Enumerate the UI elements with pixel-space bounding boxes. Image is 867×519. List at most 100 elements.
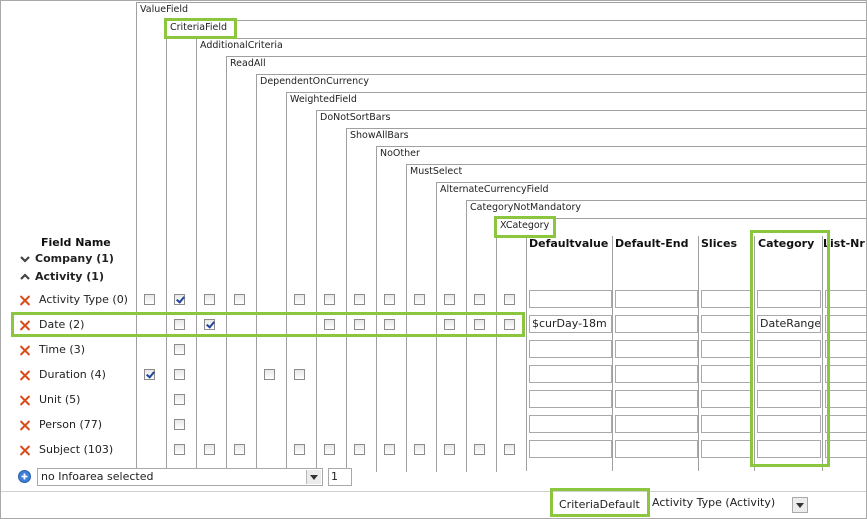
section-activity[interactable]: Activity (1) xyxy=(35,270,104,283)
category-input[interactable] xyxy=(757,365,821,383)
slices-input[interactable] xyxy=(701,415,753,433)
checkbox-xcategory[interactable] xyxy=(504,294,515,305)
slices-input[interactable] xyxy=(701,290,753,308)
delete-icon[interactable] xyxy=(19,420,30,431)
checkbox-donotsort[interactable] xyxy=(324,444,335,455)
checkbox-additional[interactable] xyxy=(204,294,215,305)
checkbox-mustselect[interactable] xyxy=(414,294,425,305)
defaultvalue-input[interactable] xyxy=(529,290,612,308)
checkbox-mustselect[interactable] xyxy=(414,444,425,455)
checkbox-additional[interactable] xyxy=(204,319,215,330)
list-nr-input[interactable] xyxy=(825,390,866,408)
category-input[interactable] xyxy=(757,440,821,458)
checkbox-weighted[interactable] xyxy=(294,369,305,380)
header-readall-line xyxy=(226,56,866,472)
checkbox-showall[interactable] xyxy=(354,294,365,305)
chevron-down-icon[interactable] xyxy=(20,254,30,264)
list-nr-input[interactable] xyxy=(825,415,866,433)
slices-input[interactable] xyxy=(701,315,753,333)
default-end-input[interactable] xyxy=(615,365,698,383)
list-nr-input[interactable] xyxy=(825,340,866,358)
checkbox-noother[interactable] xyxy=(384,294,395,305)
checkbox-value[interactable] xyxy=(144,369,155,380)
checkbox-criteria[interactable] xyxy=(174,394,185,405)
slices-input[interactable] xyxy=(701,340,753,358)
defaultvalue-input[interactable] xyxy=(529,340,612,358)
checkbox-additional[interactable] xyxy=(204,444,215,455)
list-nr-input[interactable] xyxy=(825,315,866,333)
checkbox-criteria[interactable] xyxy=(174,444,185,455)
header-criteria-label: CriteriaField xyxy=(170,22,228,33)
delete-icon[interactable] xyxy=(19,395,30,406)
header-xcategory-label: XCategory xyxy=(500,220,550,231)
delete-icon[interactable] xyxy=(19,295,30,306)
category-input[interactable] xyxy=(757,340,821,358)
checkbox-criteria[interactable] xyxy=(174,369,185,380)
default-end-input[interactable] xyxy=(615,290,698,308)
slices-input[interactable] xyxy=(701,390,753,408)
header-value-line xyxy=(136,2,866,472)
checkbox-readall[interactable] xyxy=(234,294,245,305)
defaultvalue-input[interactable] xyxy=(529,390,612,408)
default-end-input[interactable] xyxy=(615,440,698,458)
checkbox-catnotmand[interactable] xyxy=(474,319,485,330)
checkbox-altcurrency[interactable] xyxy=(444,319,455,330)
checkbox-criteria[interactable] xyxy=(174,319,185,330)
list-nr-input[interactable] xyxy=(825,365,866,383)
checkbox-criteria[interactable] xyxy=(174,294,185,305)
chevron-up-icon[interactable] xyxy=(20,272,30,282)
checkbox-criteria[interactable] xyxy=(174,419,185,430)
checkbox-donotsort[interactable] xyxy=(324,294,335,305)
checkbox-weighted[interactable] xyxy=(294,294,305,305)
checkbox-altcurrency[interactable] xyxy=(444,294,455,305)
chevron-down-icon[interactable] xyxy=(306,470,321,484)
checkbox-noother[interactable] xyxy=(384,444,395,455)
field-row-label: Duration (4) xyxy=(39,368,106,381)
checkbox-xcategory[interactable] xyxy=(504,444,515,455)
slices-input[interactable] xyxy=(701,365,753,383)
defaultvalue-input[interactable]: $curDay-18m xyxy=(529,315,612,333)
header-additional-label: AdditionalCriteria xyxy=(200,40,283,51)
column-divider xyxy=(822,236,823,471)
checkbox-noother[interactable] xyxy=(384,319,395,330)
category-input[interactable]: DateRange xyxy=(757,315,821,333)
checkbox-catnotmand[interactable] xyxy=(474,444,485,455)
slices-input[interactable] xyxy=(701,440,753,458)
add-icon[interactable] xyxy=(18,470,31,483)
list-nr-input[interactable] xyxy=(825,290,866,308)
default-end-input[interactable] xyxy=(615,340,698,358)
defaultvalue-input[interactable] xyxy=(529,365,612,383)
checkbox-catnotmand[interactable] xyxy=(474,294,485,305)
default-end-input[interactable] xyxy=(615,390,698,408)
criteria-default-select[interactable]: Activity Type (Activity) xyxy=(649,495,809,513)
checkbox-showall[interactable] xyxy=(354,319,365,330)
category-input[interactable] xyxy=(757,415,821,433)
infoarea-number-input[interactable]: 1 xyxy=(328,468,352,486)
checkbox-altcurrency[interactable] xyxy=(444,444,455,455)
default-end-input[interactable] xyxy=(615,315,698,333)
checkbox-readall[interactable] xyxy=(234,444,245,455)
defaultvalue-input[interactable] xyxy=(529,440,612,458)
infoarea-select[interactable]: no Infoarea selected xyxy=(37,468,323,486)
default-end-input[interactable] xyxy=(615,415,698,433)
delete-icon[interactable] xyxy=(19,345,30,356)
defaultvalue-input[interactable] xyxy=(529,415,612,433)
checkbox-value[interactable] xyxy=(144,294,155,305)
checkbox-depcurrency[interactable] xyxy=(264,369,275,380)
category-input[interactable] xyxy=(757,290,821,308)
field-row-label: Activity Type (0) xyxy=(39,293,128,306)
delete-icon[interactable] xyxy=(19,370,30,381)
chevron-down-icon[interactable] xyxy=(792,497,808,513)
section-company[interactable]: Company (1) xyxy=(35,252,114,265)
checkbox-xcategory[interactable] xyxy=(504,319,515,330)
list-nr-header: List-Nr xyxy=(823,237,865,250)
checkbox-criteria[interactable] xyxy=(174,344,185,355)
delete-icon[interactable] xyxy=(19,445,30,456)
checkbox-donotsort[interactable] xyxy=(324,319,335,330)
category-input[interactable] xyxy=(757,390,821,408)
checkbox-weighted[interactable] xyxy=(294,444,305,455)
field-row-label: Time (3) xyxy=(39,343,85,356)
list-nr-input[interactable] xyxy=(825,440,866,458)
delete-icon[interactable] xyxy=(19,320,30,331)
checkbox-showall[interactable] xyxy=(354,444,365,455)
